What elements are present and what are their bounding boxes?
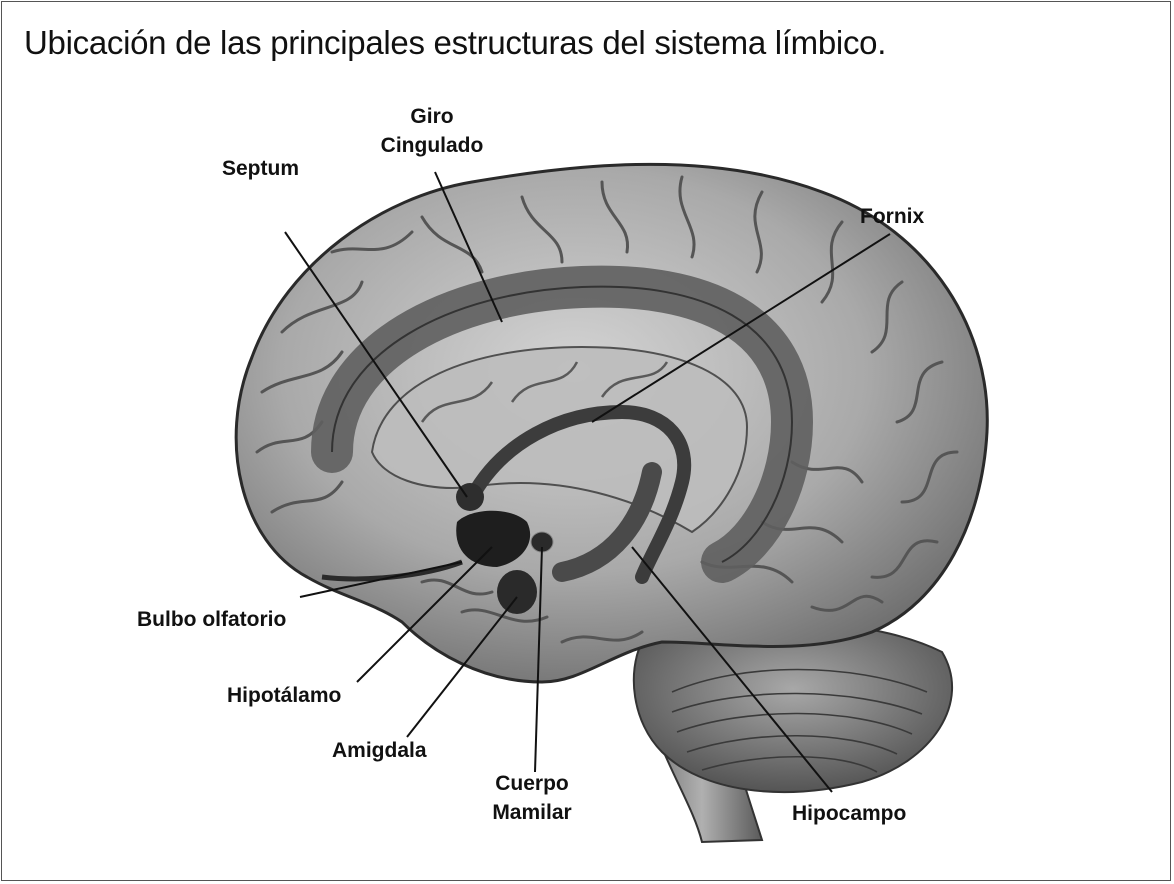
leader-line-amigdala xyxy=(406,596,518,738)
fornix-arc xyxy=(465,404,692,584)
label-cuerpo-mamilar: Cuerpo Mamilar xyxy=(492,772,572,824)
label-giro-cingulado: Giro Cingulado xyxy=(380,105,484,157)
amygdala-shape xyxy=(497,570,537,614)
leader-line-bulbo xyxy=(299,561,463,598)
leader-line-giro xyxy=(434,171,503,323)
hypothalamus-shape xyxy=(456,510,531,567)
label-hipocampo: Hipocampo xyxy=(792,802,907,825)
leader-lines xyxy=(284,171,891,793)
label-amigdala: Amigdala xyxy=(332,739,427,762)
hippocampus-band xyxy=(552,462,662,582)
cortex-gyri xyxy=(255,175,959,644)
leader-line-hipocampo xyxy=(631,546,833,793)
leader-line-septum xyxy=(284,231,468,498)
leader-line-cuerpo xyxy=(534,546,543,773)
leader-line-hipotalamo xyxy=(356,546,493,683)
label-fornix: Fornix xyxy=(860,205,925,228)
leader-line-fornix xyxy=(591,233,891,423)
label-hipotalamo: Hipotálamo xyxy=(227,684,342,707)
label-bulbo-olfatorio: Bulbo olfatorio xyxy=(137,608,287,631)
label-septum: Septum xyxy=(222,157,300,180)
diagram-title: Ubicación de las principales estructuras… xyxy=(24,24,887,61)
cerebellum-folia xyxy=(671,668,928,773)
inner-gyri xyxy=(420,361,669,423)
